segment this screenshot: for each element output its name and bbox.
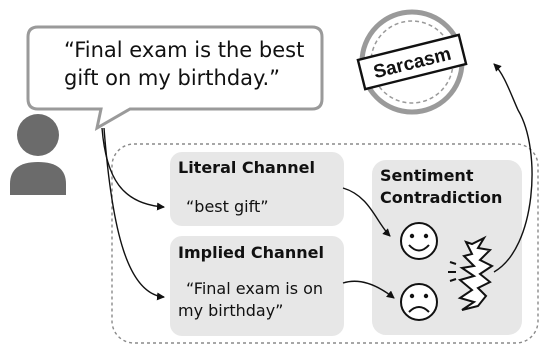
literal-channel-text: “best gift” — [186, 197, 269, 216]
speech-line-1: “Final exam is the best — [64, 38, 305, 62]
sentiment-title-line-1: Sentiment — [380, 166, 474, 185]
literal-channel-title: Literal Channel — [178, 158, 315, 177]
sad-face-icon — [400, 283, 438, 321]
speech-bubble — [26, 25, 324, 131]
arrow-to-implied — [103, 127, 165, 301]
speech-line-2: gift on my birthday.” — [64, 66, 281, 90]
arrow-to-sarcasm — [493, 63, 533, 273]
arrow-implied-to-sad — [342, 280, 395, 299]
implied-channel-box — [170, 236, 344, 336]
sentiment-title-line-2: Contradiction — [380, 188, 503, 207]
speech-bubble-text: “Final exam is the best gift on my birth… — [64, 36, 304, 92]
sarcasm-stamp-icon: Sarcasm — [356, 9, 468, 115]
sentiment-box — [372, 160, 522, 335]
implied-channel-title: Implied Channel — [178, 243, 324, 262]
person-icon — [10, 114, 66, 195]
dashed-container — [111, 143, 539, 344]
literal-channel-box — [170, 152, 344, 226]
implied-channel-line-2: my birthday” — [178, 301, 284, 320]
clash-icon — [448, 235, 494, 311]
happy-face-icon — [400, 222, 438, 260]
arrow-literal-to-happy — [342, 187, 391, 237]
arrow-to-literal — [101, 127, 165, 211]
implied-channel-line-1: “Final exam is on — [186, 279, 324, 298]
